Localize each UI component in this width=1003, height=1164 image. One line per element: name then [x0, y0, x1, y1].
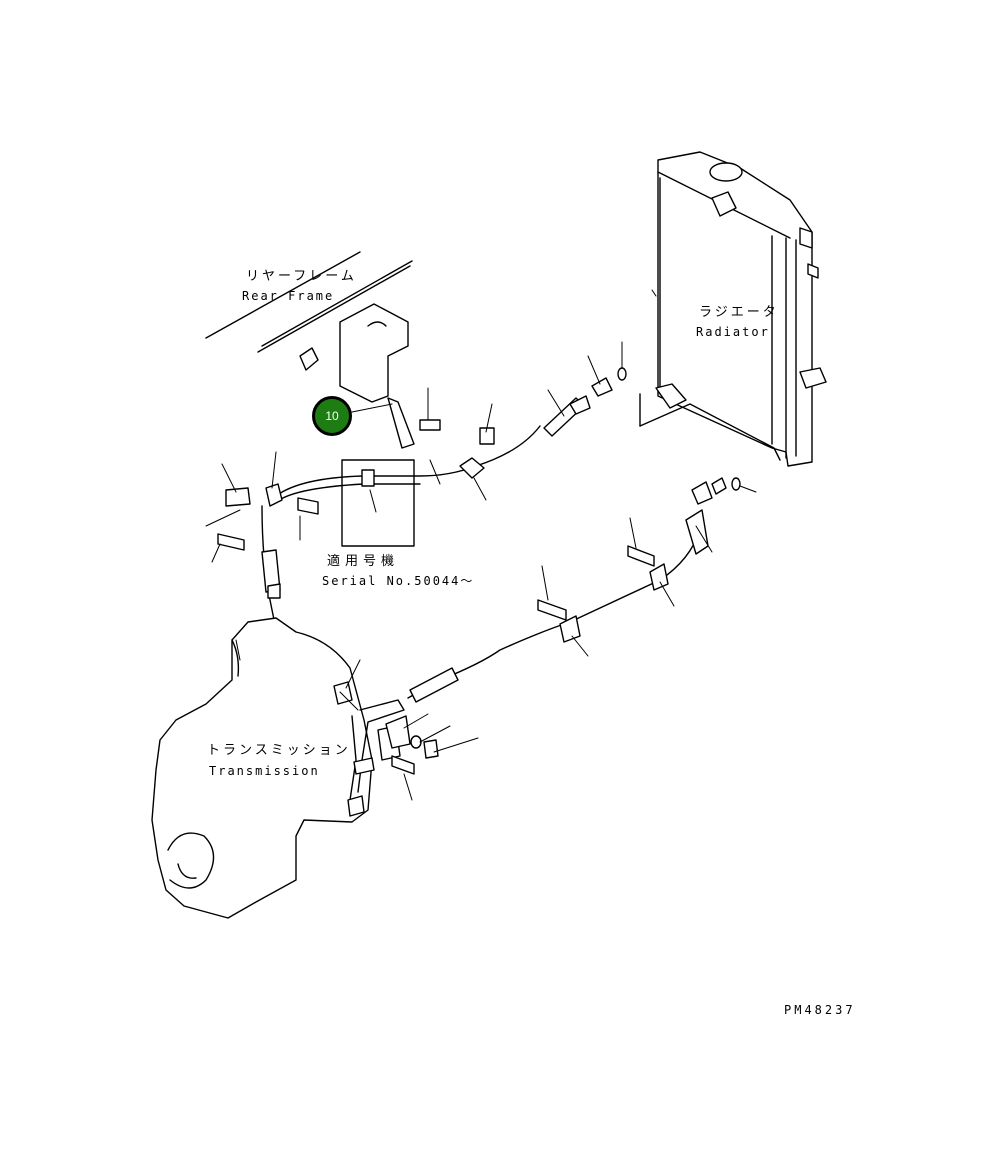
transmission-label-en: Transmission — [209, 764, 320, 778]
serial-label-en: Serial No.50044～ — [322, 574, 475, 588]
transmission — [152, 618, 438, 918]
callout-number: 10 — [325, 409, 339, 423]
serial-label-jp: 適用号機 — [327, 554, 400, 569]
radiator-label-jp: ラジエータ — [699, 305, 779, 320]
rear-frame-label-en: Rear Frame — [242, 289, 335, 303]
serial-inset-frame — [342, 460, 414, 546]
rear-frame — [206, 252, 412, 402]
rear-frame-label-jp: リヤーフレーム — [246, 269, 357, 284]
figure-code: PM48237 — [784, 1003, 856, 1017]
transmission-label-jp: トランスミッション — [207, 743, 351, 758]
radiator — [640, 152, 826, 466]
leader-lines — [206, 342, 756, 800]
radiator-label-en: Radiator — [696, 325, 770, 339]
upper-pipe — [218, 368, 626, 550]
lower-pipe — [408, 478, 740, 702]
left-hose — [262, 506, 292, 676]
callout-badge-10[interactable]: 10 — [312, 396, 352, 436]
